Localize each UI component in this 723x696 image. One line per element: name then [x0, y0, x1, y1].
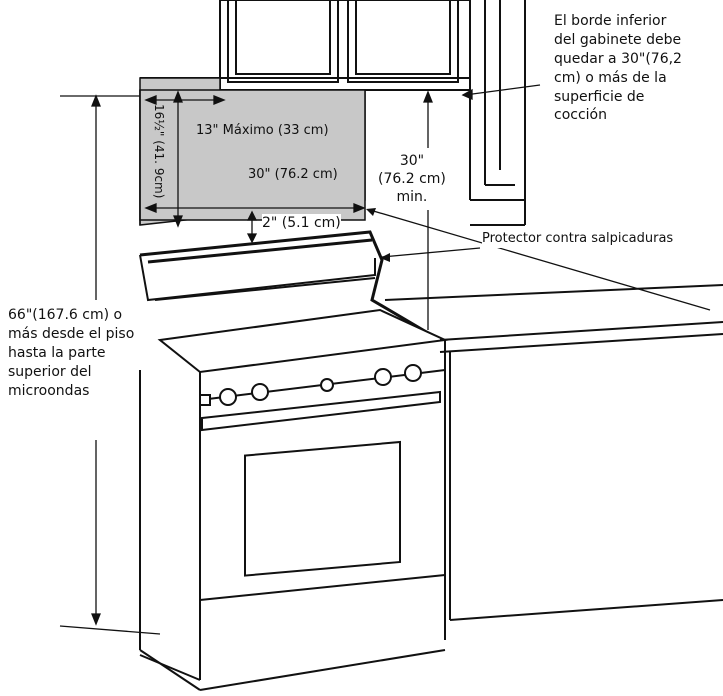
max-width-label: 13" Máximo (33 cm)	[196, 123, 329, 138]
clearance-30-line: 30"	[399, 153, 425, 169]
upper-cabinet	[140, 0, 471, 91]
range-knobs	[199, 364, 422, 406]
floor-height-line: superior del	[8, 363, 92, 380]
floor-height-line: microondas	[8, 382, 90, 399]
cabinet-note-line: cocción	[554, 107, 607, 124]
floor-height-dimension	[59, 94, 161, 635]
floor-height-line: más desde el piso	[8, 325, 135, 342]
gap-2-label: 2" (5.1 cm)	[262, 214, 341, 233]
microwave-width-label: 30" (76.2 cm)	[248, 167, 338, 182]
clearance-30-label: 30" (76.2 cm) min.	[378, 152, 446, 207]
countertop	[384, 284, 723, 621]
cabinet-note-line: del gabinete debe	[554, 31, 682, 48]
cabinet-note-line: El borde inferior	[554, 13, 667, 29]
range	[139, 254, 449, 691]
height-16-label: 16½" (41. 9cm)	[152, 104, 166, 199]
floor-height-line: hasta la parte	[8, 344, 106, 361]
clearance-dimension	[400, 84, 541, 330]
cabinet-note-line: quedar a 30"(76,2	[554, 50, 682, 67]
cabinet-note-line: superficie de	[554, 88, 645, 105]
microwave-dimensions	[144, 90, 366, 244]
cabinet-note-line: cm) o más de la	[554, 69, 667, 86]
cabinet-note: El borde inferior del gabinete debe qued…	[554, 12, 682, 125]
clearance-30-line: (76.2 cm)	[378, 171, 446, 188]
splash-guard	[139, 208, 711, 342]
clearance-30-line: min.	[396, 189, 428, 206]
floor-height-line: 66"(167.6 cm) o	[8, 307, 123, 323]
floor-height-label: 66"(167.6 cm) o más desde el piso hasta …	[8, 306, 135, 401]
splash-guard-label: Protector contra salpicaduras	[482, 230, 674, 248]
side-cabinet	[469, 0, 526, 226]
